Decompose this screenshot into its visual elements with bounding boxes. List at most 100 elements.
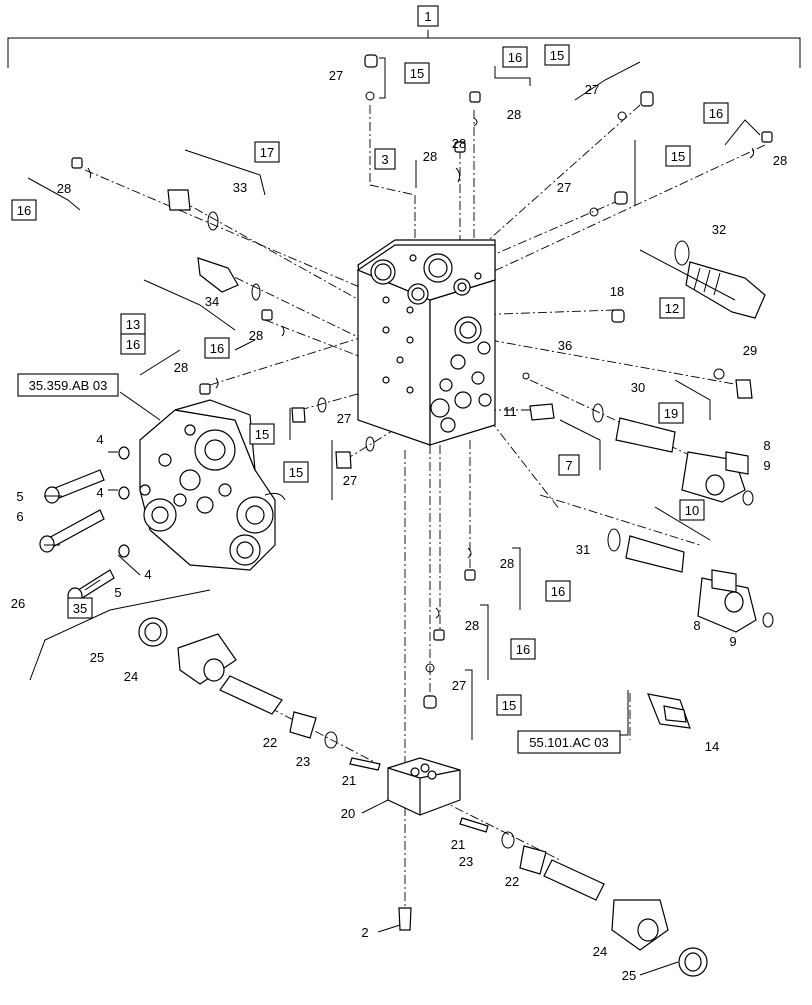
callout-17: 17	[260, 145, 274, 160]
callout-28b: 28	[423, 149, 437, 164]
callout-28h: 28	[465, 618, 479, 633]
callout-11: 11	[503, 404, 517, 419]
callout-28g: 28	[500, 556, 514, 571]
callout-box-17	[254, 141, 280, 163]
callout-box-1	[417, 5, 439, 27]
ref-connector: 55.101.AC 03	[529, 735, 609, 750]
callout-27d: 27	[337, 411, 351, 426]
block-20	[387, 757, 461, 816]
callout-15b: 15	[550, 48, 564, 63]
callout-box-16e	[204, 337, 230, 359]
callout-16e: 16	[210, 341, 224, 356]
solenoid-valve-10	[607, 528, 774, 633]
callout-30: 30	[631, 380, 645, 395]
callout-25a: 25	[90, 650, 104, 665]
callout-15e: 15	[289, 465, 303, 480]
callout-box-16g	[510, 638, 536, 660]
callout-box-15f	[496, 694, 522, 716]
callout-box-16d	[120, 333, 146, 355]
callout-box-15b	[544, 44, 570, 66]
callout-21a: 21	[342, 773, 356, 788]
callout-20: 20	[341, 806, 355, 821]
left-solenoid-group	[138, 617, 381, 771]
connector-14	[647, 693, 691, 729]
callout-8b: 8	[693, 618, 700, 633]
callout-31: 31	[576, 542, 590, 557]
callout-35: 35	[73, 601, 87, 616]
callout-21b: 21	[451, 837, 465, 852]
callout-7: 7	[565, 458, 572, 473]
callout-5a: 5	[16, 489, 23, 504]
callout-27c: 27	[557, 180, 571, 195]
callout-16a: 16	[508, 50, 522, 65]
callout-15c: 15	[671, 149, 685, 164]
cartridge-valve-12	[674, 240, 766, 319]
callout-27b: 27	[585, 82, 599, 97]
callout-36: 36	[558, 338, 572, 353]
callout-1: 1	[424, 9, 431, 24]
callout-28d: 28	[57, 181, 71, 196]
callout-25b: 25	[622, 968, 636, 983]
callout-28a: 28	[507, 107, 521, 122]
assembly-bracket	[7, 30, 801, 68]
callout-9b: 9	[729, 634, 736, 649]
callout-13: 13	[126, 317, 140, 332]
callout-22a: 22	[263, 735, 277, 750]
callout-box-15e	[283, 461, 309, 483]
callout-box-3	[374, 148, 396, 170]
callout-18: 18	[610, 284, 624, 299]
callout-24b: 24	[593, 944, 607, 959]
right-solenoid-group	[459, 817, 708, 977]
callout-box-7	[558, 454, 580, 476]
plugs-and-seals	[71, 54, 773, 931]
callout-16g: 16	[516, 642, 530, 657]
callout-9a: 9	[763, 458, 770, 473]
callout-box-35	[67, 597, 93, 619]
bolts	[39, 446, 130, 605]
solenoid-valve-7	[615, 417, 754, 506]
callout-box-15c	[665, 145, 691, 167]
callout-2: 2	[361, 925, 368, 940]
callout-4a: 4	[96, 432, 103, 447]
callout-16c: 16	[17, 203, 31, 218]
callout-box-15d	[249, 423, 275, 445]
callout-5b: 5	[114, 585, 121, 600]
callout-8a: 8	[763, 438, 770, 453]
callout-19: 19	[664, 406, 678, 421]
callout-34: 34	[205, 294, 219, 309]
callout-labels: 1 2 3 4 4 4 5 5 6 7 8 8 9 9 10 11 12 13 …	[11, 5, 787, 983]
callout-27f: 27	[452, 678, 466, 693]
callout-22b: 22	[505, 874, 519, 889]
callout-28c: 28	[773, 153, 787, 168]
ref-box-pump	[17, 373, 119, 397]
callout-16d: 16	[126, 337, 140, 352]
callout-box-16a	[502, 46, 528, 68]
callout-23b: 23	[459, 854, 473, 869]
pump-assembly	[139, 399, 286, 571]
callout-26: 26	[11, 596, 25, 611]
callout-4b: 4	[96, 485, 103, 500]
callout-box-19	[658, 402, 684, 424]
callout-6: 6	[16, 509, 23, 524]
callout-28e: 28	[249, 328, 263, 343]
callout-28i: 28	[452, 136, 466, 151]
callout-32: 32	[712, 222, 726, 237]
callout-10: 10	[685, 503, 699, 518]
callout-box-16f	[545, 580, 571, 602]
ref-box-connector	[517, 730, 621, 754]
callout-24a: 24	[124, 669, 138, 684]
callout-33: 33	[233, 180, 247, 195]
callout-box-12	[659, 297, 685, 319]
callout-27e: 27	[343, 473, 357, 488]
callout-27a: 27	[329, 68, 343, 83]
callout-box-16c	[11, 199, 37, 221]
callout-14: 14	[705, 739, 719, 754]
callout-16b: 16	[709, 106, 723, 121]
callout-15d: 15	[255, 427, 269, 442]
callout-15a: 15	[410, 66, 424, 81]
callout-23a: 23	[296, 754, 310, 769]
callout-4c: 4	[144, 567, 151, 582]
callout-12: 12	[665, 301, 679, 316]
